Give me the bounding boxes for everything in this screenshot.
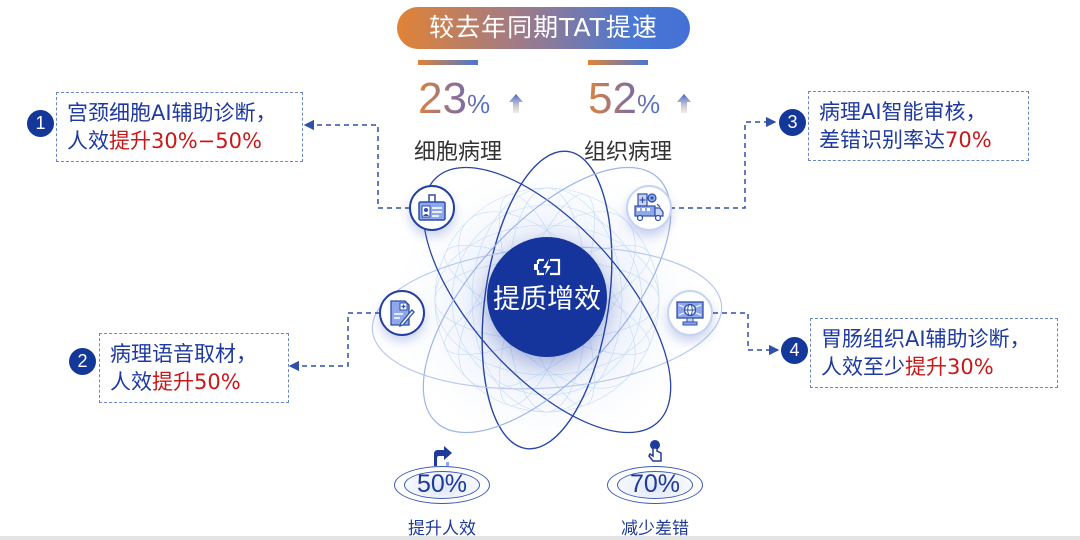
node-id-card[interactable] [409, 185, 455, 231]
center-core: 提质增效 [487, 237, 607, 357]
callout-line1: 病理AI智能审核， [819, 100, 987, 124]
node-mobile-lab[interactable] [626, 185, 672, 231]
battery-charge-icon [534, 258, 561, 276]
metric-label: 提升人效 [408, 519, 476, 539]
trend-up-arrow-icon [509, 94, 523, 113]
bottom-divider [0, 536, 1080, 540]
badge-3: 3 [779, 109, 806, 136]
orbit-vertical [481, 150, 613, 450]
gradient-bar [418, 60, 478, 65]
highlight-text: 提升50% [152, 370, 241, 394]
metric-value: 50% [416, 470, 468, 498]
highlight-text: 提升30% [905, 355, 994, 379]
medical-record-pen-icon [390, 300, 415, 328]
connector-2 [288, 312, 380, 372]
connector-3 [670, 116, 777, 209]
stat-label: 组织病理 [584, 140, 673, 165]
metric-label: 减少差错 [621, 519, 689, 539]
stat-label: 细胞病理 [414, 140, 503, 165]
callout-4: 胃肠组织AI辅助诊断， 人效至少提升30% [810, 318, 1058, 388]
callout-line2: 人效提升30%−50% [67, 129, 262, 153]
callout-line1: 病理语音取材， [110, 342, 257, 366]
monitor-globe-icon [676, 301, 704, 326]
share-arrow-icon [434, 446, 452, 466]
hand-pointer-icon [648, 440, 662, 462]
callout-line2: 差错识别率达70% [819, 128, 992, 152]
orbit-diagonal-a [422, 166, 672, 434]
callout-2: 病理语音取材， 人效提升50% [99, 333, 289, 403]
badge-1: 1 [27, 110, 54, 137]
callout-1: 宫颈细胞AI辅助诊断， 人效提升30%−50% [56, 92, 303, 162]
metric-error-reduction: 70% 减少差错 [607, 440, 703, 539]
highlight-text: 提升30%−50% [109, 129, 262, 153]
page-title: 较去年同期TAT提速 [397, 7, 690, 49]
callout-line1: 胃肠组织AI辅助诊断， [821, 327, 1031, 351]
value-ring [607, 466, 703, 504]
center-label: 提质增效 [493, 284, 601, 315]
connector-1 [303, 119, 410, 209]
value-ring [394, 466, 490, 504]
metric-value: 70% [629, 470, 681, 498]
callout-line2: 人效提升50% [110, 370, 241, 394]
value-ring-inner [404, 471, 480, 499]
callout-3: 病理AI智能审核， 差错识别率达70% [808, 91, 1029, 161]
node-monitor-globe[interactable] [667, 290, 713, 336]
connector-4 [713, 312, 780, 356]
gradient-bar [588, 60, 648, 65]
mobile-lab-truck-icon [634, 193, 664, 222]
metric-efficiency: 50% 提升人效 [394, 444, 490, 539]
trend-up-arrow-icon [677, 94, 691, 113]
callout-line1: 宫颈细胞AI辅助诊断， [67, 101, 277, 125]
node-medical-record[interactable] [379, 290, 425, 336]
orbit-diagonal-b [422, 166, 672, 434]
callout-line2: 人效至少提升30% [821, 355, 994, 379]
id-card-icon [418, 194, 446, 221]
badge-2: 2 [69, 348, 96, 375]
value-ring-inner [617, 471, 693, 499]
highlight-text: 70% [945, 128, 992, 152]
badge-4: 4 [781, 337, 808, 364]
